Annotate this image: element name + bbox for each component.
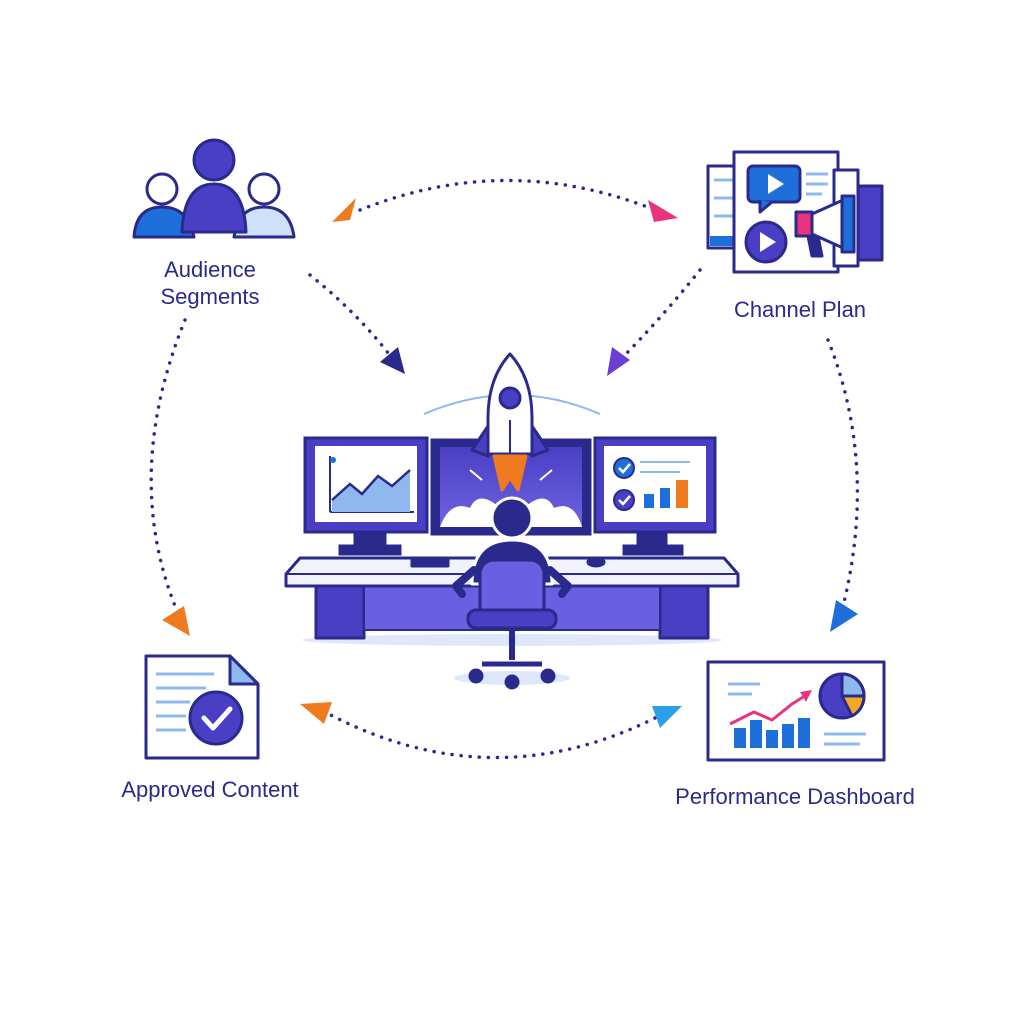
connector-audience-to-center xyxy=(308,273,397,364)
office-chair-icon xyxy=(454,558,570,690)
channel-plan-label: Channel Plan xyxy=(733,297,867,322)
connector-channel-to-performance xyxy=(826,338,860,620)
arrowheads xyxy=(162,198,858,728)
arrowhead-center-right xyxy=(607,347,630,376)
people-group-icon xyxy=(132,138,296,239)
dashboard-chart-icon xyxy=(706,660,886,762)
arrowhead-center-left xyxy=(380,347,405,374)
monitor-left-icon xyxy=(303,436,429,556)
monitor-right-icon xyxy=(593,436,717,556)
arrowhead-approved-down xyxy=(162,606,190,636)
connector-channel-to-center xyxy=(616,268,702,364)
arrowhead-orange-left xyxy=(332,198,356,222)
performance-dashboard-label: Performance Dashboard xyxy=(675,784,915,809)
media-megaphone-icon xyxy=(706,150,884,274)
rocket-launch-control-desk-icon xyxy=(284,352,740,690)
audience-segments-label: Audience Segments xyxy=(160,257,260,309)
checked-document-icon xyxy=(144,654,260,760)
approved-content-label: Approved Content xyxy=(121,777,299,802)
connectors xyxy=(149,178,860,760)
connector-audience-to-channel xyxy=(358,178,662,214)
arrowhead-performance-right xyxy=(652,706,682,728)
connector-audience-to-approved xyxy=(149,318,187,620)
arrowhead-pink-right xyxy=(648,200,678,222)
connector-performance-to-approved xyxy=(323,710,657,760)
arrowhead-performance-down xyxy=(830,600,858,632)
arrowhead-approved-left xyxy=(300,702,332,724)
rocket-icon xyxy=(470,352,550,492)
